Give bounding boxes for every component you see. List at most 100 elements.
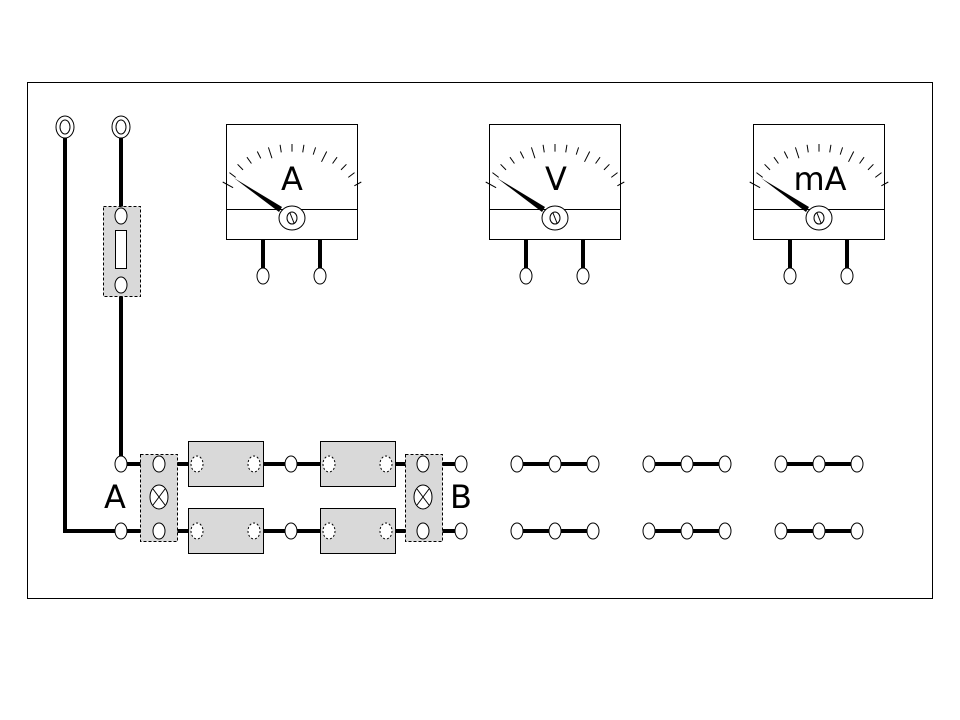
- terminal[interactable]: [586, 522, 600, 540]
- terminal[interactable]: [850, 455, 864, 473]
- scale-tick: [340, 163, 347, 171]
- resistor-terminal[interactable]: [379, 455, 393, 473]
- lamp-cross: [152, 488, 166, 506]
- node-label-b: B: [450, 478, 472, 516]
- scale-tick: [500, 163, 507, 171]
- terminal[interactable]: [114, 455, 128, 473]
- power-terminal-inner: [59, 119, 71, 135]
- scale-tick: [565, 144, 568, 153]
- power-terminal-inner: [115, 119, 127, 135]
- fuse-terminal[interactable]: [114, 276, 128, 294]
- scale-tick: [321, 151, 328, 163]
- meter-terminal[interactable]: [256, 267, 270, 285]
- scale-tick: [354, 181, 362, 187]
- terminal[interactable]: [680, 522, 694, 540]
- power-terminal-2[interactable]: [111, 115, 131, 139]
- scale-tick: [519, 151, 525, 159]
- terminal[interactable]: [284, 522, 298, 540]
- ammeter-label: A: [281, 160, 303, 198]
- screw-slot: [816, 212, 822, 224]
- scale-tick: [881, 181, 889, 187]
- meter-needle: [761, 178, 809, 212]
- terminal[interactable]: [642, 455, 656, 473]
- components: [55, 115, 889, 554]
- scale-tick: [756, 172, 764, 178]
- terminal[interactable]: [586, 455, 600, 473]
- resistor-terminal[interactable]: [379, 522, 393, 540]
- terminal[interactable]: [812, 455, 826, 473]
- lamp-terminal[interactable]: [416, 522, 430, 540]
- terminal[interactable]: [284, 455, 298, 473]
- scale-tick: [256, 151, 262, 159]
- scale-tick: [530, 147, 536, 159]
- scale-tick: [867, 163, 874, 171]
- terminal[interactable]: [548, 455, 562, 473]
- scale-tick: [848, 151, 855, 163]
- scale-tick: [575, 147, 580, 155]
- scale-tick: [603, 163, 610, 171]
- meter-terminal[interactable]: [313, 267, 327, 285]
- terminal[interactable]: [718, 455, 732, 473]
- scale-tick: [764, 163, 771, 171]
- board-frame: [27, 82, 933, 599]
- terminal[interactable]: [510, 522, 524, 540]
- scale-tick: [492, 172, 500, 178]
- scale-tick: [874, 172, 882, 178]
- scale-tick: [584, 151, 591, 163]
- scale-tick: [485, 181, 497, 189]
- terminal[interactable]: [454, 455, 468, 473]
- terminal[interactable]: [642, 522, 656, 540]
- scale-tick: [806, 144, 809, 153]
- voltmeter-label: V: [545, 160, 567, 198]
- scale-tick: [829, 144, 832, 153]
- meter-terminal[interactable]: [519, 267, 533, 285]
- meter-needle: [234, 178, 282, 212]
- voltmeter: [485, 124, 625, 268]
- screw-slot: [552, 212, 558, 224]
- resistor-terminal[interactable]: [247, 522, 261, 540]
- terminal[interactable]: [454, 522, 468, 540]
- terminal[interactable]: [850, 522, 864, 540]
- scale-tick: [783, 151, 789, 159]
- fuse-terminal[interactable]: [114, 207, 128, 225]
- scale-tick: [794, 147, 800, 159]
- scale-tick: [312, 147, 317, 155]
- terminal[interactable]: [812, 522, 826, 540]
- resistor-terminal[interactable]: [190, 522, 204, 540]
- scale-tick: [839, 147, 844, 155]
- scale-tick: [773, 156, 779, 164]
- scale-tick: [279, 144, 282, 153]
- scale-tick: [237, 163, 244, 171]
- screw-slot: [289, 212, 295, 224]
- scale-tick: [222, 181, 234, 189]
- scale-tick: [229, 172, 237, 178]
- terminal[interactable]: [774, 522, 788, 540]
- meter-terminal[interactable]: [576, 267, 590, 285]
- resistor-terminal[interactable]: [190, 455, 204, 473]
- lamp-terminal[interactable]: [152, 455, 166, 473]
- scale-tick: [595, 156, 601, 164]
- meter-terminal[interactable]: [840, 267, 854, 285]
- node-label-a: A: [104, 478, 126, 516]
- terminal[interactable]: [680, 455, 694, 473]
- meter-face: [753, 124, 885, 240]
- power-terminal-1[interactable]: [55, 115, 75, 139]
- resistor-terminal[interactable]: [322, 522, 336, 540]
- terminal[interactable]: [718, 522, 732, 540]
- milliammeter-label: mA: [793, 160, 846, 198]
- resistor-terminal[interactable]: [322, 455, 336, 473]
- scale-tick: [332, 156, 338, 164]
- terminal[interactable]: [510, 455, 524, 473]
- meter-needle: [497, 178, 545, 212]
- terminal[interactable]: [114, 522, 128, 540]
- terminal[interactable]: [548, 522, 562, 540]
- resistor-terminal[interactable]: [247, 455, 261, 473]
- terminal[interactable]: [774, 455, 788, 473]
- lamp-terminal[interactable]: [152, 522, 166, 540]
- scale-tick: [617, 181, 625, 187]
- scale-tick: [859, 156, 865, 164]
- scale-tick: [347, 172, 355, 178]
- lamp-terminal[interactable]: [416, 455, 430, 473]
- meter-terminal[interactable]: [783, 267, 797, 285]
